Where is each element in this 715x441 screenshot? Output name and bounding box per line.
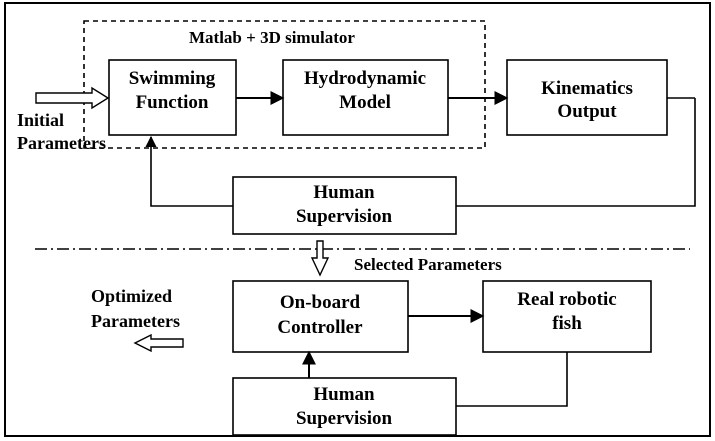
kinematics-output-box: Kinematics Output (506, 59, 668, 136)
optimized-parameters-hollow-arrow (133, 333, 184, 353)
human-supervision-bottom-line1: Human (313, 384, 375, 405)
onboard-controller-line2: Controller (277, 317, 363, 338)
kinematics-output-line2: Output (557, 101, 617, 122)
outer-frame (4, 2, 711, 437)
selected-parameters-label: Selected Parameters (354, 255, 502, 274)
real-robotic-fish-line2: fish (552, 313, 582, 334)
real-robotic-fish-line1: Real robotic (517, 289, 616, 310)
swimming-function-line1: Swimming (129, 68, 216, 89)
optimized-parameters-line2: Parameters (91, 311, 180, 331)
human-supervision-top-line1: Human (313, 182, 375, 203)
simulator-group-border (83, 20, 486, 149)
real-robotic-fish-box: Real robotic fish (482, 280, 652, 353)
optimized-parameters-line1: Optimized (91, 286, 172, 306)
hydrodynamic-model-line1: Hydrodynamic (304, 68, 426, 89)
initial-parameters-line1: Initial (17, 110, 64, 130)
onboard-controller-line1: On-board (280, 292, 361, 313)
human-supervision-top-line2: Supervision (296, 206, 393, 227)
kinematics-output-line1: Kinematics (541, 78, 633, 99)
line-fish-to-human-supervision (456, 352, 568, 407)
human-supervision-top-box: Human Supervision (232, 176, 457, 235)
human-supervision-bottom-box: Human Supervision (232, 377, 457, 436)
hydrodynamic-model-box: Hydrodynamic Model (282, 59, 449, 136)
onboard-controller-box: On-board Controller (232, 280, 409, 353)
line-kinematics-to-human-supervision (456, 98, 696, 207)
swimming-function-box: Swimming Function (108, 59, 237, 136)
human-supervision-bottom-line2: Supervision (296, 408, 393, 429)
hydrodynamic-model-line2: Model (339, 92, 391, 113)
swimming-function-line2: Function (136, 92, 209, 113)
initial-parameters-line2: Parameters (17, 133, 106, 153)
simulator-group-label: Matlab + 3D simulator (189, 28, 355, 47)
initial-parameters-hollow-arrow (35, 86, 110, 110)
selected-parameters-hollow-arrow (310, 240, 330, 277)
arrow-human-supervision-to-swimming (145, 135, 233, 207)
